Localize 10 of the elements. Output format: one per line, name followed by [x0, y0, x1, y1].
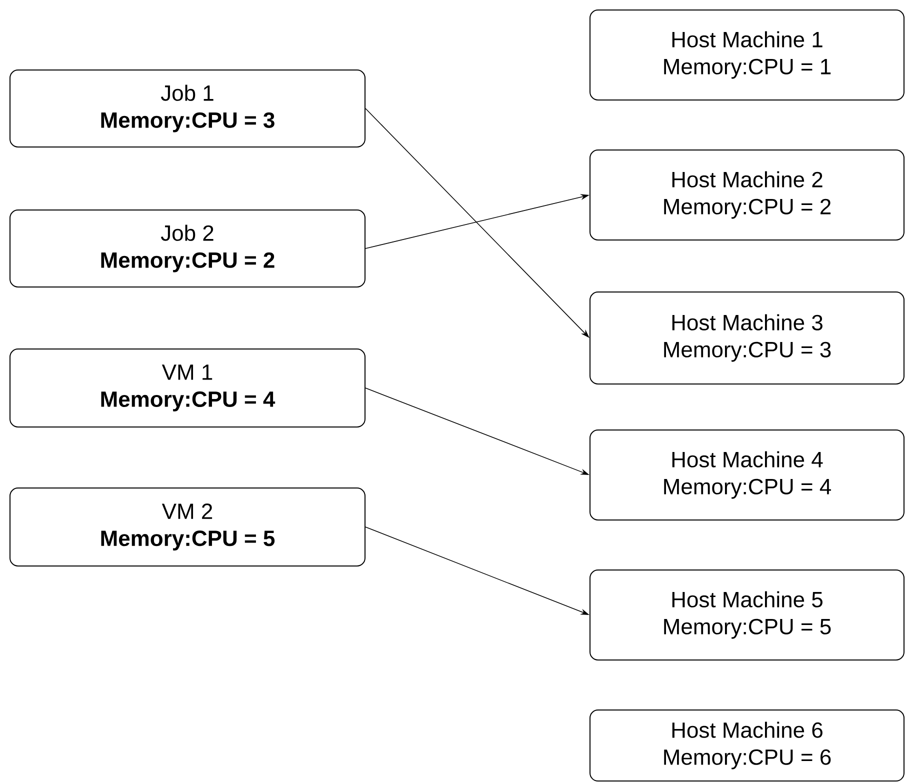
job-box: VM 2 Memory:CPU = 5	[10, 488, 366, 566]
job-box: Job 2 Memory:CPU = 2	[10, 210, 366, 288]
host-box: Host Machine 6 Memory:CPU = 6	[590, 710, 905, 782]
host-box: Host Machine 5 Memory:CPU = 5	[590, 570, 905, 660]
host-box: Host Machine 4 Memory:CPU = 4	[590, 430, 905, 520]
job-box: VM 1 Memory:CPU = 4	[10, 348, 366, 428]
host-box: Host Machine 2 Memory:CPU = 2	[590, 150, 905, 240]
host-box: Host Machine 1 Memory:CPU = 1	[590, 10, 905, 100]
job-box: Job 1 Memory:CPU = 3	[10, 70, 366, 148]
host-box: Host Machine 3 Memory:CPU = 3	[590, 292, 905, 384]
